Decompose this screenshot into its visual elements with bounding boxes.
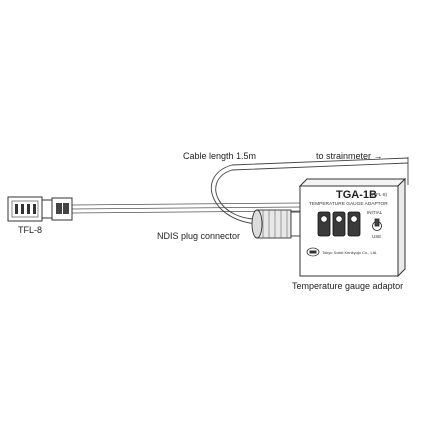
binding-post-1 <box>317 211 331 237</box>
adaptor-maker: Tokyo Sokki Kenkyujo Co., Ltd. <box>322 250 377 255</box>
cable-length-label: Cable length 1.5m <box>183 151 256 161</box>
tfl8-label: TFL-8 <box>18 225 42 235</box>
binding-post-3 <box>347 211 361 237</box>
adaptor-panel-title: TEMPERATURE GAUGE ADAPTOR <box>309 201 388 207</box>
to-strainmeter-label: to strainmeter → <box>316 151 383 161</box>
binding-post-2 <box>332 211 346 237</box>
maker-logo-icon <box>306 247 320 257</box>
adaptor-caption: Temperature gauge adaptor <box>292 281 403 291</box>
toggle-switch <box>372 218 382 231</box>
switch-label-use: USE <box>372 234 381 239</box>
ndis-plug-connector <box>251 209 302 239</box>
adaptor-model-sub: (TFL-8) <box>372 192 388 197</box>
tfl8-pin-slots <box>15 204 36 214</box>
adaptor-box: TGA-1B (TFL-8) TEMPERATURE GAUGE ADAPTOR… <box>298 177 407 278</box>
adaptor-model: TGA-1B <box>336 189 377 201</box>
loop-cable <box>210 157 409 225</box>
switch-label-initial: INITIAL <box>367 210 383 215</box>
tfl8-connector <box>7 196 73 222</box>
ndis-connector-label: NDIS plug connector <box>157 231 240 241</box>
